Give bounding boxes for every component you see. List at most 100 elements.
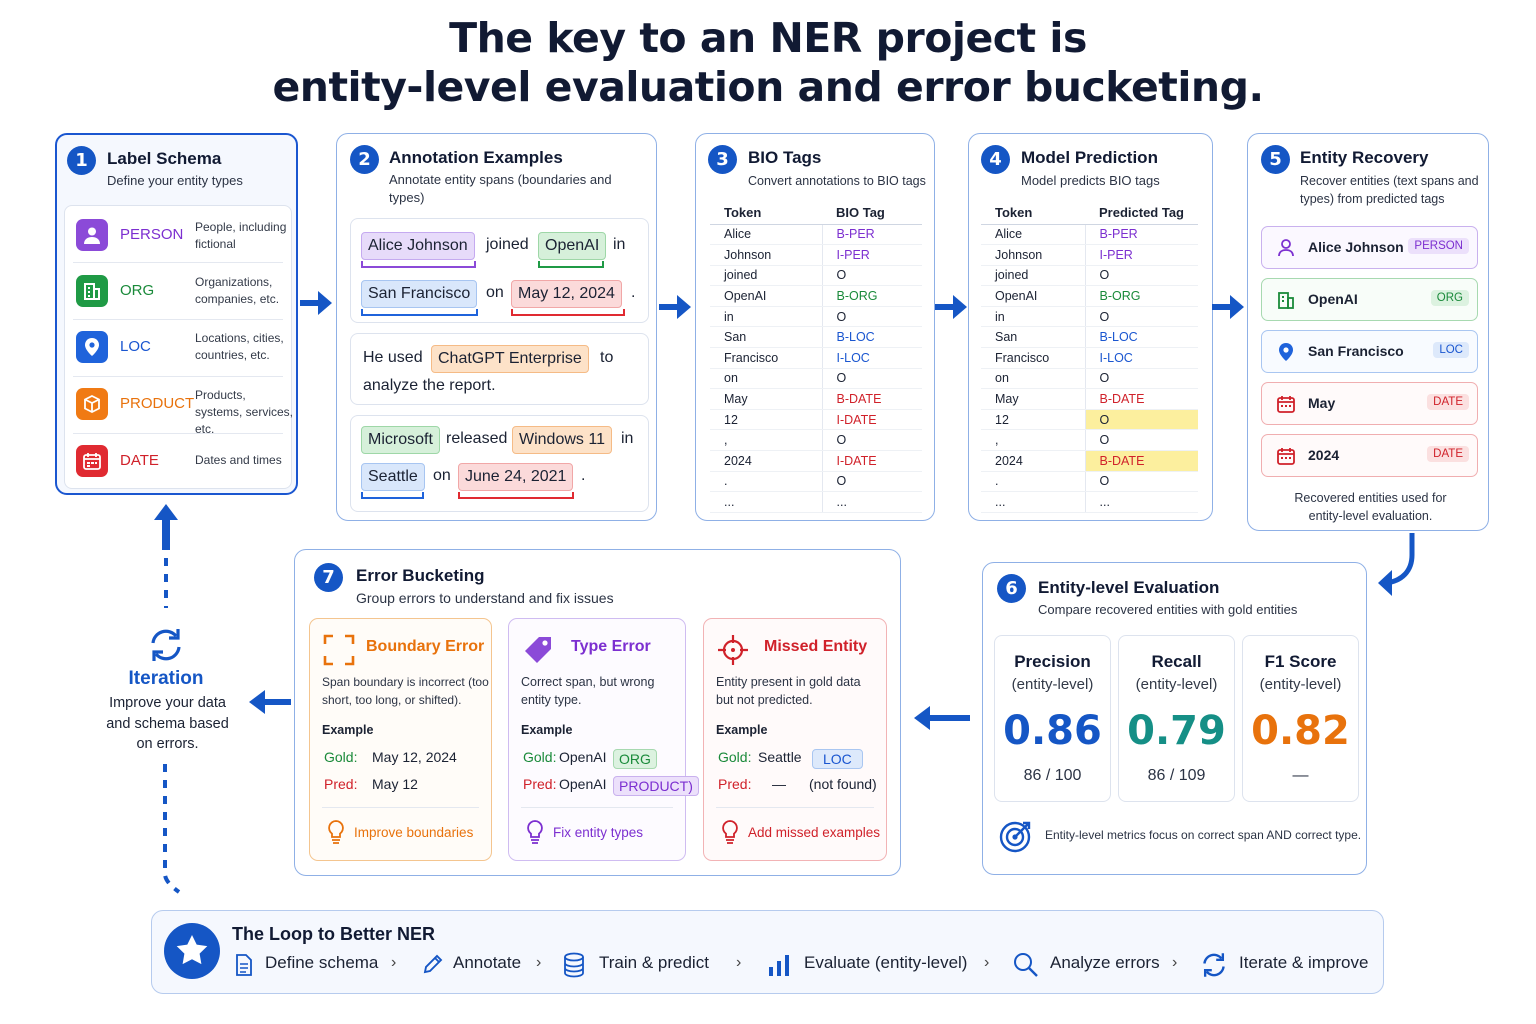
tag-cell: B-PER [821,224,922,246]
token-cell: in [710,306,822,328]
search-icon [1014,953,1038,977]
recovery-footer: Recovered entities used for entity-level… [1294,491,1447,523]
token-cell: . [710,471,822,493]
error-desc: Correct span, but wrong entity type. [521,675,655,707]
metric-fraction: — [1292,767,1309,784]
recovered-entity-loc: San Francisco LOC [1261,330,1478,373]
metric-subtitle: (entity-level) [1011,676,1094,693]
token-cell: on [981,368,1085,390]
chevron-right-icon: › [536,954,542,971]
token-cell: on [710,368,822,390]
entity-type-tag: DATE [1427,394,1469,410]
calendar-icon [76,445,108,477]
token-cell: , [710,429,822,452]
example-label: Example [716,723,768,737]
lightbulb-icon [328,820,344,844]
refresh-icon [151,629,181,661]
gold-value: OpenAI [559,749,607,765]
error-title: Type Error [571,638,651,655]
step-badge-2: 2 [350,145,379,174]
entity-text: OpenAI [1308,291,1358,307]
loop-bar: The Loop to Better NER Define schema › A… [151,910,1384,994]
recovered-entity-date: 2024 DATE [1261,434,1478,477]
step-badge-7: 7 [314,563,343,592]
step-badge-3: 3 [708,145,737,174]
table-row: ,O [710,429,922,452]
tag-cell: O [1084,368,1198,390]
tag-icon [525,637,551,663]
token-cell: May [710,388,822,410]
tag-cell: I-DATE [821,409,922,431]
fix-suggestion: Add missed examples [748,825,881,840]
model-prediction-card: 4 Model Prediction Model predicts BIO ta… [968,133,1213,521]
gold-type-tag: LOC [812,749,863,769]
metric-recall: Recall (entity-level) 0.79 86 / 109 [1118,635,1235,802]
entity-chip-org: OpenAI [538,232,607,260]
schema-row-org: ORG Organizations, companies, etc. [65,263,293,319]
schema-desc: Locations, cities, countries, etc. [195,331,284,362]
annotation-example-2: He used ChatGPT Enterprise to analyze th… [350,333,649,405]
metric-name: F1 Score [1264,652,1337,671]
loop-step: Iterate & improve [1239,953,1369,972]
card-subtitle: Recover entities (text spans and types) … [1300,174,1479,206]
token-cell: Alice [981,224,1085,246]
card-subtitle: Annotate entity spans (boundaries and ty… [389,172,612,205]
metric-value: 0.86 [1003,708,1102,754]
card-title: Label Schema [107,149,222,168]
error-title: Boundary Error [366,638,485,655]
step-badge-1: 1 [67,146,96,175]
tag-cell: B-LOC [821,326,922,349]
evaluation-note: Entity-level metrics focus on correct sp… [1045,828,1362,842]
tag-cell: O [1084,265,1198,287]
entity-chip-product: ChatGPT Enterprise [431,345,589,373]
error-title: Missed Entity [764,638,868,655]
token-cell: , [981,429,1085,452]
card-title: Entity Recovery [1300,148,1429,167]
metric-fraction: 86 / 100 [1023,767,1082,784]
tag-cell: ... [821,491,922,513]
tag-cell: O [1084,471,1198,493]
schema-name: PRODUCT [120,395,195,412]
boundary-brackets-icon [323,634,355,666]
pred-value: — [772,776,786,792]
bio-tags-card: 3 BIO Tags Convert annotations to BIO ta… [695,133,935,521]
token-cell: OpenAI [710,285,822,307]
tag-cell: O [821,471,922,493]
column-header: Token [981,201,1085,225]
metric-name: Recall [1151,652,1202,671]
entity-chip-product: Windows 11 [512,426,612,454]
table-row: ...... [710,491,922,513]
annotation-text: He used [363,349,423,366]
schema-desc: Organizations, companies, etc. [195,275,280,306]
token-cell: Johnson [981,244,1085,266]
annotation-text: in [621,430,634,447]
fix-suggestion: Fix entity types [553,825,644,840]
annotation-text: in [613,236,626,253]
schema-desc: Products, systems, services, etc. [195,388,294,436]
card-title: Annotation Examples [389,148,563,167]
entity-text: 2024 [1308,447,1340,463]
schema-desc: Dates and times [195,453,282,467]
loop-step: Analyze errors [1050,953,1160,972]
column-header: BIO Tag [822,201,922,225]
tag-cell: I-LOC [821,347,922,369]
token-cell: May [981,388,1085,410]
error-bucket-missed: Missed Entity Entity present in gold dat… [703,618,887,861]
metric-value: 0.79 [1127,708,1226,754]
metric-f1: F1 Score (entity-level) 0.82 — [1242,635,1359,802]
page-title: The key to an NER project is entity-leve… [0,14,1536,112]
token-cell: joined [981,265,1085,287]
tag-cell: O [1084,306,1198,328]
iteration-desc: Improve your data and schema based on er… [106,695,229,752]
entity-text: Alice Johnson [1308,239,1404,255]
schema-name: LOC [120,338,151,355]
